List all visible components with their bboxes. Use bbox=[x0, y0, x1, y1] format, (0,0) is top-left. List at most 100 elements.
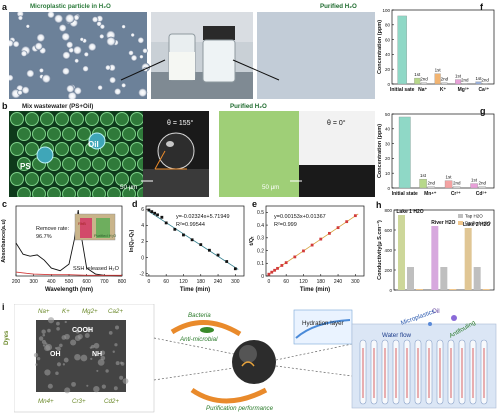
ion-ca: Ca2+ bbox=[108, 308, 123, 315]
absorbance-series-1 bbox=[15, 271, 122, 276]
bar bbox=[444, 180, 453, 189]
microplastic-particle bbox=[99, 24, 106, 30]
legend-swatch bbox=[458, 221, 463, 225]
oil-droplet bbox=[32, 187, 46, 197]
microplastic-particle bbox=[109, 76, 117, 84]
oil-droplet bbox=[130, 112, 144, 126]
membrane-pore bbox=[90, 357, 93, 361]
x-tick-label: 700 bbox=[100, 279, 109, 285]
purified-micrograph-b bbox=[219, 111, 299, 197]
bacteria-label: Bacteria bbox=[188, 312, 211, 319]
panel-h-label: h bbox=[376, 200, 382, 210]
y-tick-label: 20 bbox=[385, 156, 391, 161]
x-tick-label: 0 bbox=[147, 279, 150, 285]
membrane-pore bbox=[100, 355, 106, 361]
membrane-pore bbox=[45, 343, 53, 351]
x-tick-label: 300 bbox=[351, 279, 360, 285]
g-ylabel: Concentration (ppm) bbox=[377, 124, 383, 178]
panel-b-left-caption: Mix wastewater (PS+Oil) bbox=[22, 103, 94, 110]
microplastic-particle bbox=[67, 91, 77, 99]
y-tick-label: 0.3 bbox=[257, 236, 264, 242]
membrane-pore bbox=[84, 333, 90, 338]
data-point bbox=[336, 226, 340, 230]
x-tick-label: 60 bbox=[163, 279, 169, 285]
membrane-pore bbox=[108, 330, 113, 335]
purified-micrograph bbox=[257, 12, 375, 99]
microplastic-particle bbox=[74, 58, 80, 64]
bar-label: 1st bbox=[435, 68, 442, 73]
microplastic-particle bbox=[106, 36, 116, 47]
remove-rate-value: 96.7% bbox=[36, 234, 52, 240]
microplastic-particle bbox=[61, 32, 71, 42]
bar bbox=[452, 186, 461, 189]
microplastic-particle bbox=[121, 24, 126, 29]
data-point bbox=[280, 264, 284, 267]
microplastic-particle bbox=[121, 82, 127, 88]
ion-cd: Cd2+ bbox=[104, 398, 119, 405]
raw-water-bar bbox=[398, 215, 405, 290]
data-point bbox=[276, 266, 279, 270]
bar-label: 1st bbox=[471, 178, 478, 183]
oil-droplet bbox=[77, 187, 91, 197]
data-point bbox=[164, 221, 168, 225]
membrane-pore bbox=[62, 363, 66, 366]
bar-label: 2nd bbox=[481, 77, 489, 82]
oil-dot bbox=[451, 315, 457, 321]
membrane-pore bbox=[97, 358, 105, 366]
bar bbox=[397, 15, 407, 85]
oil-droplet bbox=[55, 112, 69, 126]
group-oh: OH bbox=[50, 351, 61, 358]
ps-particle bbox=[36, 146, 54, 164]
microplastic-particle bbox=[41, 74, 51, 84]
panel-b-images bbox=[9, 111, 375, 197]
x-tick-label: 300 bbox=[231, 279, 240, 285]
ion-cr: Cr3+ bbox=[72, 398, 86, 405]
panel-i-label: i bbox=[2, 302, 5, 312]
bar bbox=[398, 116, 411, 189]
oil-droplet bbox=[77, 127, 91, 141]
bar-label: 1st bbox=[455, 74, 462, 79]
schematic-i bbox=[14, 304, 497, 413]
microplastic-particle bbox=[58, 24, 67, 32]
data-point bbox=[190, 238, 194, 242]
data-point bbox=[273, 268, 277, 272]
data-point bbox=[153, 211, 157, 215]
y-tick-label: 100 bbox=[382, 8, 390, 13]
e-equation: y=0.00153x+0.01367 bbox=[274, 214, 326, 220]
data-point bbox=[270, 270, 274, 274]
membrane-pore bbox=[33, 352, 39, 358]
membrane-pore bbox=[93, 385, 100, 393]
conductivity-bar bbox=[473, 267, 481, 290]
panel-a-images bbox=[9, 12, 375, 99]
x-tick-label: 180 bbox=[317, 279, 326, 285]
oil-droplet bbox=[115, 112, 129, 126]
membrane-pore bbox=[115, 325, 120, 330]
microplastic-particle bbox=[79, 37, 84, 42]
oil-label: Oil bbox=[88, 140, 99, 149]
category-label: Cd²⁺ bbox=[476, 191, 487, 197]
data-point bbox=[173, 227, 177, 231]
membrane-pore bbox=[56, 321, 60, 326]
bar-label: 2nd bbox=[478, 181, 486, 186]
legend-label: Tap H2O bbox=[465, 214, 483, 219]
e-ylabel: t/Qₜ bbox=[249, 236, 255, 246]
data-point bbox=[353, 214, 357, 218]
microplastic-particle bbox=[21, 86, 30, 95]
y-tick-label: 30 bbox=[385, 141, 391, 146]
data-point bbox=[328, 231, 331, 235]
oil-droplet bbox=[92, 187, 106, 197]
data-point bbox=[147, 208, 151, 212]
category-label: Mg²⁺ bbox=[458, 87, 470, 93]
membrane-pore bbox=[90, 344, 95, 349]
membrane-pore bbox=[55, 371, 59, 376]
membrane-pore bbox=[64, 320, 67, 324]
oil-droplet bbox=[130, 142, 144, 156]
bar-label: 2nd bbox=[427, 181, 435, 186]
y-tick-label: 0.5 bbox=[257, 210, 264, 216]
bar-label: 2nd bbox=[441, 77, 449, 82]
absorbance-series-0 bbox=[15, 209, 123, 277]
y-tick-label: 80 bbox=[385, 23, 391, 28]
microplastic-particle bbox=[17, 15, 23, 21]
